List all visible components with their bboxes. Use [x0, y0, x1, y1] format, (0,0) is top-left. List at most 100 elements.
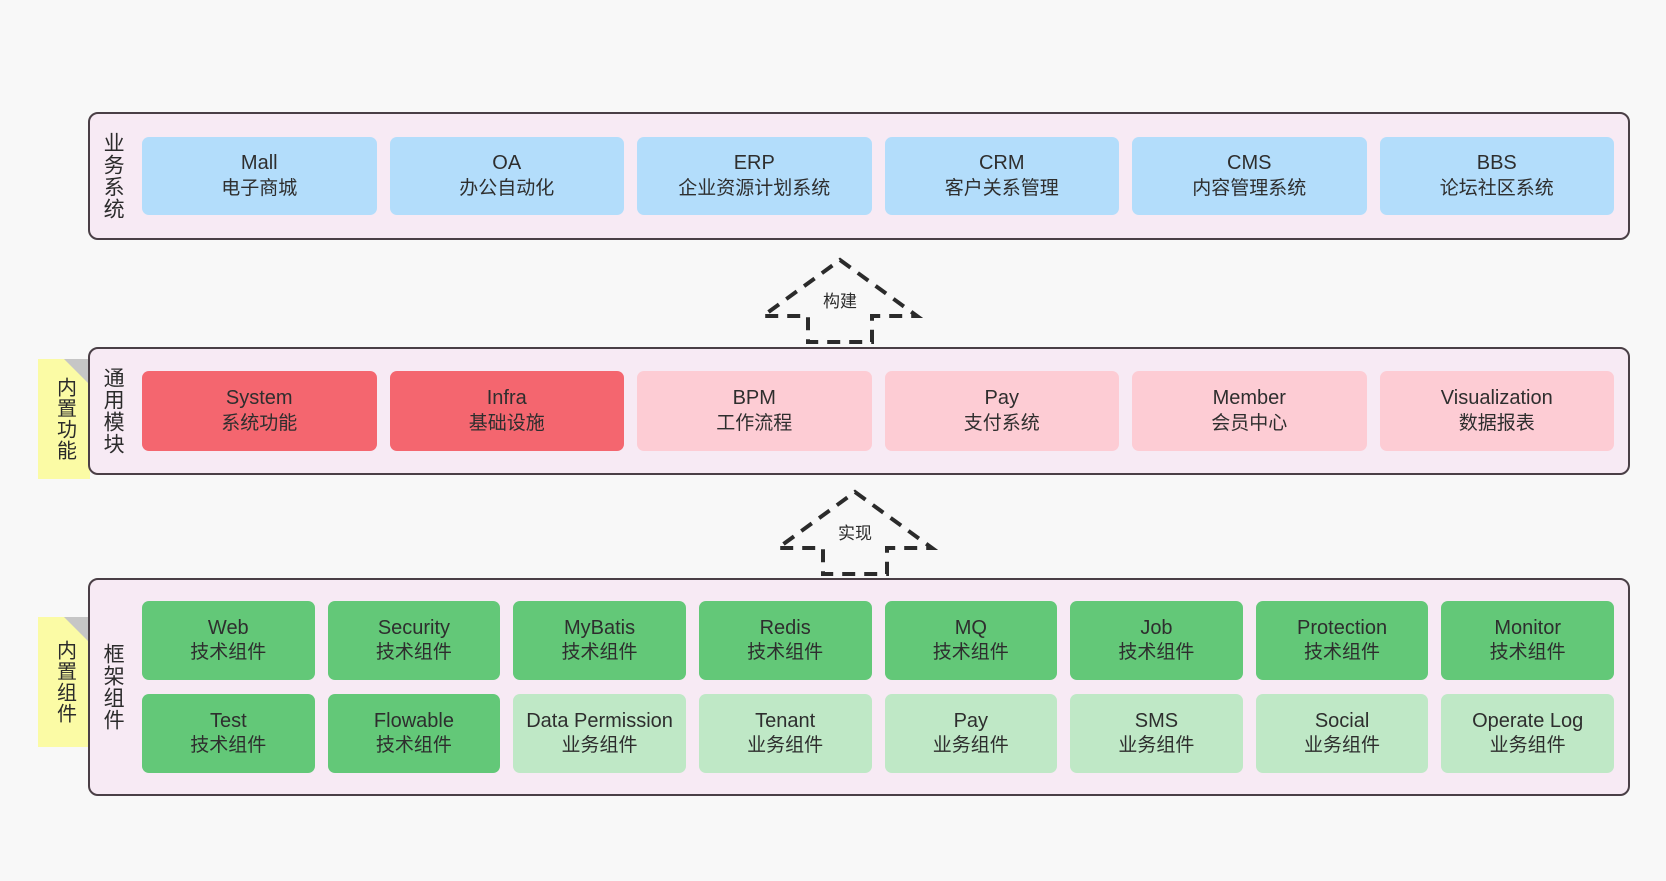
- card-monitor[interactable]: Monitor 技术组件: [1441, 601, 1614, 680]
- card-title: CMS: [1227, 152, 1272, 175]
- card-bbs[interactable]: BBS 论坛社区系统: [1379, 137, 1614, 215]
- card-title: Mall: [240, 152, 278, 175]
- card-title: SMS: [1134, 709, 1179, 732]
- sticky-note-builtin-features: 内置功能: [38, 359, 90, 479]
- card-subtitle: 业务组件: [747, 735, 824, 757]
- card-mall[interactable]: Mall 电子商城: [142, 137, 377, 215]
- card-bpm[interactable]: BPM 工作流程: [637, 371, 872, 451]
- card-subtitle: 技术组件: [747, 642, 824, 664]
- card-subtitle: 系统功能: [221, 412, 298, 434]
- card-title: Pay: [984, 387, 1019, 410]
- card-title: Flowable: [373, 709, 454, 732]
- card-subtitle: 技术组件: [190, 735, 267, 757]
- card-operate-log[interactable]: Operate Log 业务组件: [1441, 694, 1614, 773]
- card-sms[interactable]: SMS 业务组件: [1070, 694, 1243, 773]
- card-row: System 系统功能 Infra 基础设施 BPM 工作流程 Pay 支付系统…: [142, 371, 1614, 451]
- dashed-up-arrow-icon: [756, 257, 924, 344]
- card-subtitle: 技术组件: [1304, 642, 1381, 664]
- card-title: Social: [1314, 709, 1370, 732]
- card-title: Data Permission: [526, 709, 673, 732]
- card-title: Job: [1140, 616, 1173, 639]
- card-title: MyBatis: [564, 616, 636, 639]
- card-title: Test: [209, 709, 247, 732]
- card-row: Web 技术组件 Security 技术组件 MyBatis 技术组件 Redi…: [142, 601, 1614, 680]
- card-subtitle: 技术组件: [1489, 642, 1566, 664]
- connector-implement-arrow: 实现: [770, 486, 940, 576]
- card-subtitle: 客户关系管理: [944, 177, 1059, 199]
- sticky-note-label: 内置组件: [53, 640, 76, 724]
- card-job[interactable]: Job 技术组件: [1070, 601, 1243, 680]
- card-title: OA: [492, 152, 522, 175]
- card-pay-module[interactable]: Pay 支付系统: [884, 371, 1119, 451]
- card-title: Tenant: [755, 709, 816, 732]
- card-subtitle: 电子商城: [221, 177, 298, 199]
- card-member[interactable]: Member 会员中心: [1132, 371, 1367, 451]
- card-title: Web: [207, 616, 249, 639]
- layer-framework-components: 框架组件 Web 技术组件 Security 技术组件 MyBatis 技术组件…: [88, 578, 1630, 796]
- layer-title-framework-components: 框架组件: [101, 643, 125, 731]
- card-erp[interactable]: ERP 企业资源计划系统: [637, 137, 872, 215]
- card-row: Test 技术组件 Flowable 技术组件 Data Permission …: [142, 694, 1614, 773]
- card-title: Security: [377, 616, 451, 639]
- card-title: Member: [1212, 387, 1286, 410]
- card-title: BBS: [1476, 152, 1517, 175]
- card-subtitle: 技术组件: [1118, 642, 1195, 664]
- card-grid-common-modules: System 系统功能 Infra 基础设施 BPM 工作流程 Pay 支付系统…: [134, 349, 1628, 473]
- card-tenant[interactable]: Tenant 业务组件: [698, 694, 872, 773]
- layer-business-systems: 业务系统 Mall 电子商城 OA 办公自动化 ERP 企业资源计划系统 CRM…: [88, 112, 1630, 240]
- card-cms[interactable]: CMS 内容管理系统: [1132, 137, 1367, 215]
- sticky-fold-corner-icon: [64, 359, 90, 385]
- card-title: Monitor: [1494, 616, 1562, 639]
- card-title: Protection: [1297, 616, 1388, 639]
- layer-common-modules: 通用模块 System 系统功能 Infra 基础设施 BPM 工作流程 Pay…: [88, 347, 1630, 475]
- card-system[interactable]: System 系统功能: [142, 371, 377, 451]
- card-title: MQ: [954, 616, 987, 639]
- card-test[interactable]: Test 技术组件: [142, 694, 315, 773]
- card-visualization[interactable]: Visualization 数据报表: [1379, 371, 1614, 451]
- card-title: ERP: [733, 152, 775, 175]
- card-redis[interactable]: Redis 技术组件: [698, 601, 872, 680]
- card-subtitle: 技术组件: [375, 735, 452, 757]
- card-title: Operate Log: [1472, 709, 1584, 732]
- card-title: System: [225, 387, 293, 410]
- card-subtitle: 业务组件: [1304, 735, 1381, 757]
- card-subtitle: 办公自动化: [459, 177, 555, 199]
- layer-title-business-systems: 业务系统: [101, 132, 125, 220]
- card-subtitle: 企业资源计划系统: [678, 177, 831, 199]
- card-title: BPM: [732, 387, 776, 410]
- card-subtitle: 数据报表: [1458, 412, 1535, 434]
- card-data-permission[interactable]: Data Permission 业务组件: [513, 694, 686, 773]
- card-protection[interactable]: Protection 技术组件: [1255, 601, 1429, 680]
- card-subtitle: 会员中心: [1211, 412, 1288, 434]
- card-crm[interactable]: CRM 客户关系管理: [884, 137, 1119, 215]
- card-flowable[interactable]: Flowable 技术组件: [327, 694, 501, 773]
- card-grid-framework-components: Web 技术组件 Security 技术组件 MyBatis 技术组件 Redi…: [134, 580, 1628, 794]
- card-security[interactable]: Security 技术组件: [327, 601, 501, 680]
- card-subtitle: 工作流程: [716, 412, 793, 434]
- sticky-note-builtin-components: 内置组件: [38, 617, 90, 747]
- card-mq[interactable]: MQ 技术组件: [884, 601, 1058, 680]
- card-mybatis[interactable]: MyBatis 技术组件: [513, 601, 686, 680]
- card-subtitle: 技术组件: [190, 642, 267, 664]
- sticky-fold-corner-icon: [64, 617, 90, 643]
- card-infra[interactable]: Infra 基础设施: [389, 371, 624, 451]
- card-row: Mall 电子商城 OA 办公自动化 ERP 企业资源计划系统 CRM 客户关系…: [142, 137, 1614, 215]
- card-title: Visualization: [1440, 387, 1553, 410]
- card-pay-component[interactable]: Pay 业务组件: [884, 694, 1058, 773]
- card-subtitle: 支付系统: [963, 412, 1040, 434]
- connector-build-arrow: 构建: [755, 254, 925, 344]
- card-social[interactable]: Social 业务组件: [1255, 694, 1429, 773]
- card-web[interactable]: Web 技术组件: [142, 601, 315, 680]
- card-subtitle: 基础设施: [468, 412, 545, 434]
- card-title: Infra: [486, 387, 527, 410]
- sticky-note-label: 内置功能: [53, 377, 76, 461]
- card-subtitle: 论坛社区系统: [1439, 177, 1554, 199]
- card-subtitle: 业务组件: [1489, 735, 1566, 757]
- dashed-up-arrow-icon: [771, 489, 939, 576]
- card-subtitle: 内容管理系统: [1192, 177, 1307, 199]
- card-title: Pay: [953, 709, 989, 732]
- layer-title-common-modules: 通用模块: [101, 367, 125, 455]
- card-grid-business-systems: Mall 电子商城 OA 办公自动化 ERP 企业资源计划系统 CRM 客户关系…: [134, 114, 1628, 238]
- card-subtitle: 业务组件: [561, 735, 638, 757]
- card-oa[interactable]: OA 办公自动化: [389, 137, 624, 215]
